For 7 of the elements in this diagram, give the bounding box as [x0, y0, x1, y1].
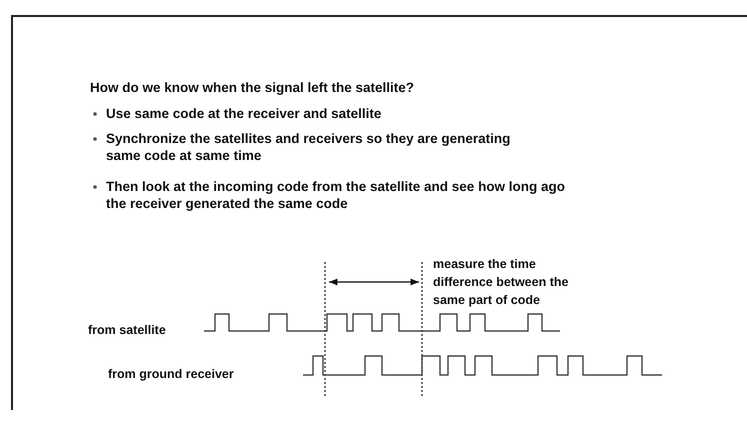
annotation-text: measure the time difference between the same part of code [433, 256, 569, 309]
bullet-text: Then look at the incoming code from the satellite and see how long ago the receiver generated the same code [106, 178, 566, 212]
bullet-text: Synchronize the satellites and receivers so they are generating same code at same time [106, 130, 512, 164]
bullet-text: Use same code at the receiver and satellite [106, 105, 382, 122]
signal-label: from satellite [88, 322, 166, 339]
heading: How do we know when the signal left the satellite? [90, 79, 414, 96]
signal-label: from ground receiver [108, 366, 234, 383]
